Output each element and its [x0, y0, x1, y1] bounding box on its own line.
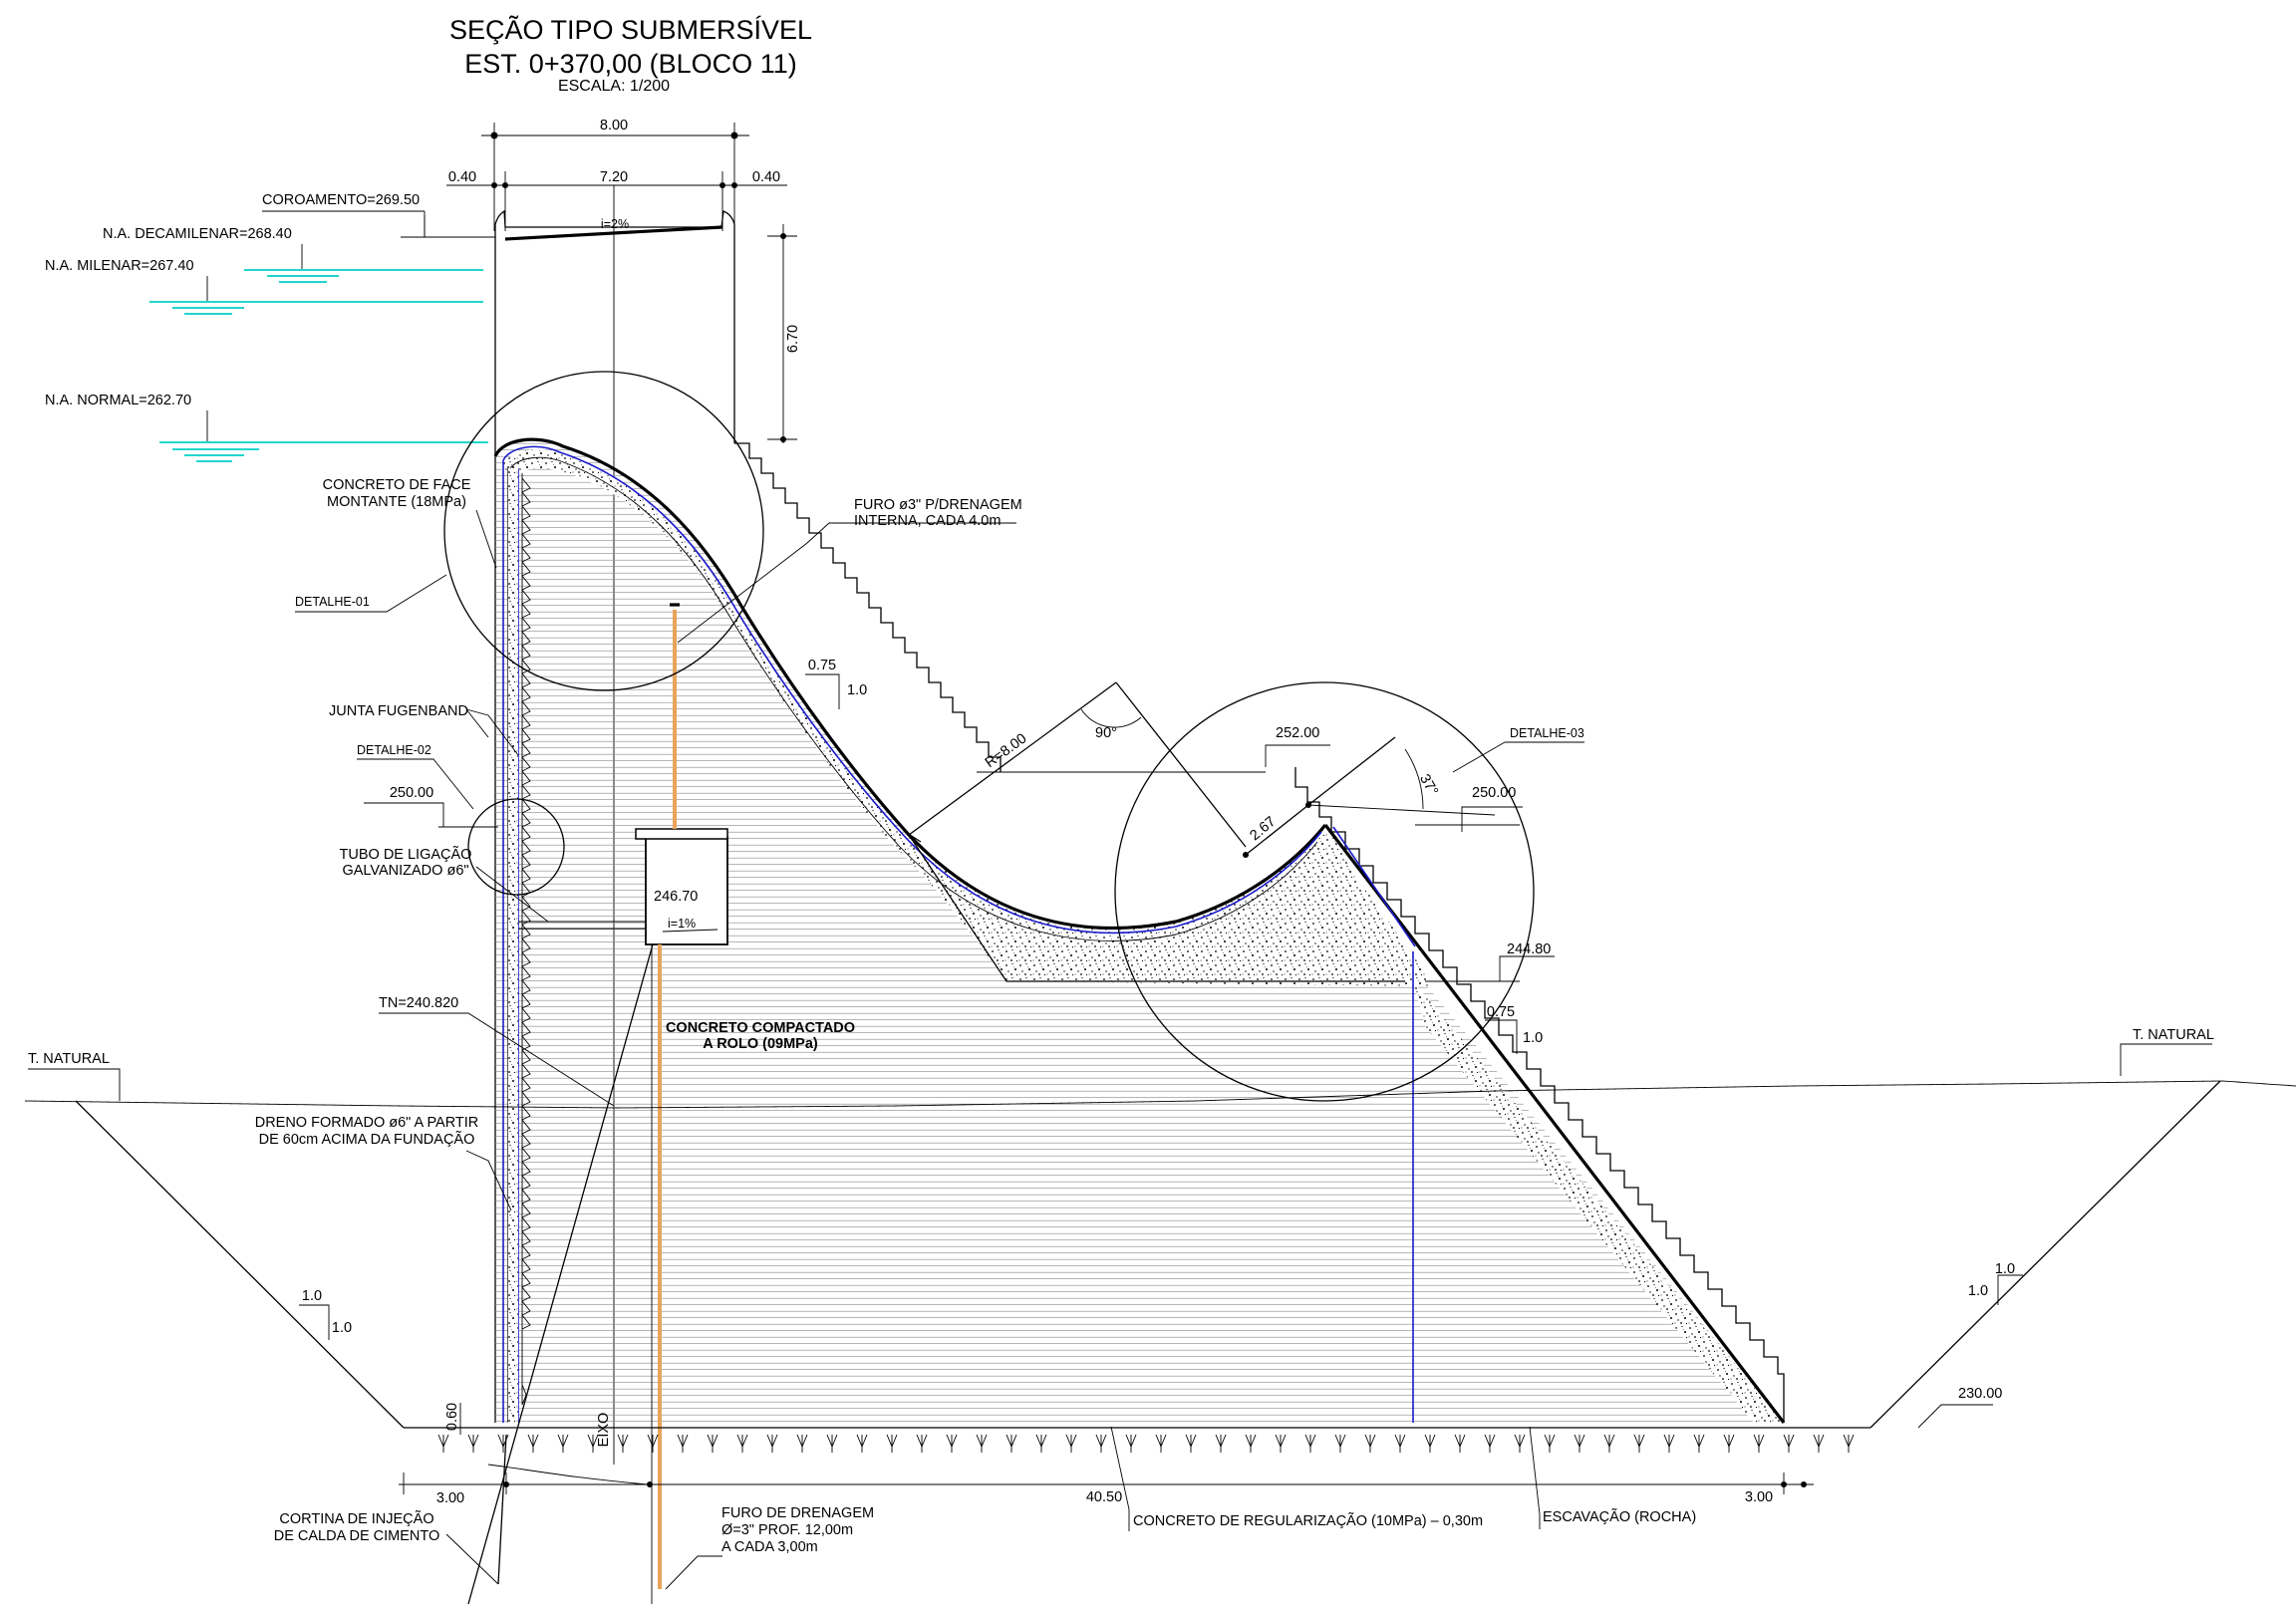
drain-label-1: DRENO FORMADO ø6" A PARTIR — [255, 1115, 479, 1131]
dim-total-width: 8.00 — [600, 118, 628, 134]
elevation-250-left: 250.00 — [390, 785, 433, 801]
water-levels: COROAMENTO=269.50 N.A. DECAMILENAR=268.4… — [45, 192, 495, 462]
t-natural-right: T. NATURAL — [2133, 1027, 2214, 1043]
dim-right-offset: 0.40 — [752, 169, 780, 185]
drain-hole-label-2: Ø=3" PROF. 12,00m — [721, 1522, 853, 1538]
elevation-244: 244.80 — [1507, 941, 1551, 957]
title-line-1: SEÇÃO TIPO SUBMERSÍVEL — [449, 14, 812, 45]
gallery-slope: i=1% — [668, 917, 696, 931]
title-block: SEÇÃO TIPO SUBMERSÍVEL EST. 0+370,00 (BL… — [449, 14, 812, 95]
decamilenar-level-label: N.A. DECAMILENAR=268.40 — [103, 226, 292, 242]
drain-label-2: DE 60cm ACIMA DA FUNDAÇÃO — [259, 1131, 475, 1148]
angle-37-label: 37° — [1416, 772, 1441, 799]
upstream-annotations: CONCRETO DE FACE MONTANTE (18MPa) DETALH… — [28, 477, 615, 1448]
dim-0-60: 0.60 — [444, 1403, 460, 1431]
slope-v-upper: 1.0 — [847, 682, 867, 698]
dim-crest-width: 7.20 — [600, 169, 628, 185]
cut-left-h: 1.0 — [302, 1288, 322, 1304]
detail-2-label: DETALHE-02 — [357, 743, 431, 757]
cut-right-v: 1.0 — [1968, 1283, 1988, 1299]
angle-90-label: 90° — [1095, 725, 1117, 741]
internal-drain-label-2: INTERNA, CADA 4.0m — [854, 513, 1001, 529]
tn-label: TN=240.820 — [379, 995, 458, 1011]
dim-3-00-left: 3.00 — [436, 1490, 464, 1506]
dim-3-00-right: 3.00 — [1745, 1489, 1773, 1505]
leveling-concrete-label: CONCRETO DE REGULARIZAÇÃO (10MPa) – 0,30… — [1133, 1512, 1483, 1529]
cut-left-v: 1.0 — [332, 1320, 352, 1336]
detail-circles — [443, 371, 1535, 1102]
normal-level-label: N.A. NORMAL=262.70 — [45, 393, 191, 408]
rcc-label-2: A ROLO (09MPa) — [703, 1036, 818, 1052]
elevation-252: 252.00 — [1276, 725, 1319, 741]
dim-2-67: 2.67 — [1247, 814, 1279, 844]
detail-1-label: DETALHE-01 — [295, 595, 370, 609]
top-dimensions: 8.00 0.40 7.20 0.40 6.70 — [446, 118, 801, 443]
crest-level-label: COROAMENTO=269.50 — [262, 192, 420, 208]
drain-hole-label-3: A CADA 3,00m — [721, 1539, 818, 1555]
bottom-elevation: 230.00 — [1958, 1386, 2002, 1402]
pipe-label-1: TUBO DE LIGAÇÃO — [340, 846, 472, 863]
detail-3-label: DETALHE-03 — [1510, 726, 1584, 740]
foundation: 1.0 1.0 1.0 1.0 230.00 — [24, 943, 2296, 1605]
scale-label: ESCALA: 1/200 — [558, 78, 670, 95]
elevation-250-right: 250.00 — [1472, 785, 1516, 801]
t-natural-left: T. NATURAL — [28, 1051, 110, 1067]
dim-left-offset: 0.40 — [448, 169, 476, 185]
slope-v-lower: 1.0 — [1523, 1030, 1543, 1046]
curtain-label-2: DE CALDA DE CIMENTO — [274, 1528, 440, 1544]
joint-label: JUNTA FUGENBAND — [329, 703, 468, 719]
gallery-elevation: 246.70 — [654, 889, 698, 905]
dam-body: 246.70 i=1% — [493, 437, 1786, 1604]
face-concrete-label-2: MONTANTE (18MPa) — [327, 494, 466, 510]
internal-drain-label-1: FURO ø3" P/DRENAGEM — [854, 497, 1022, 513]
curtain-label-1: CORTINA DE INJEÇÃO — [279, 1510, 433, 1527]
face-concrete-label-1: CONCRETO DE FACE — [323, 477, 471, 493]
cut-right-h: 1.0 — [1995, 1261, 2015, 1277]
bottom-dimensions: 3.00 40.50 3.00 CORTINA DE INJEÇÃO DE CA… — [274, 1426, 1814, 1590]
dim-40-50: 40.50 — [1086, 1489, 1122, 1505]
rcc-label-1: CONCRETO COMPACTADO — [666, 1020, 855, 1036]
title-line-2: EST. 0+370,00 (BLOCO 11) — [464, 49, 796, 79]
slope-h-lower: 0.75 — [1487, 1004, 1515, 1020]
drain-hole-label-1: FURO DE DRENAGEM — [721, 1505, 874, 1521]
slope-h-upper: 0.75 — [808, 658, 836, 673]
crest-slope-label: i=2% — [601, 217, 629, 231]
excavation-label: ESCAVAÇÃO (ROCHA) — [1543, 1508, 1696, 1525]
axis-label: EIXO — [596, 1413, 612, 1448]
dim-vertical: 6.70 — [785, 325, 801, 353]
pipe-label-2: GALVANIZADO ø6" — [342, 863, 468, 879]
milenar-level-label: N.A. MILENAR=267.40 — [45, 258, 194, 274]
